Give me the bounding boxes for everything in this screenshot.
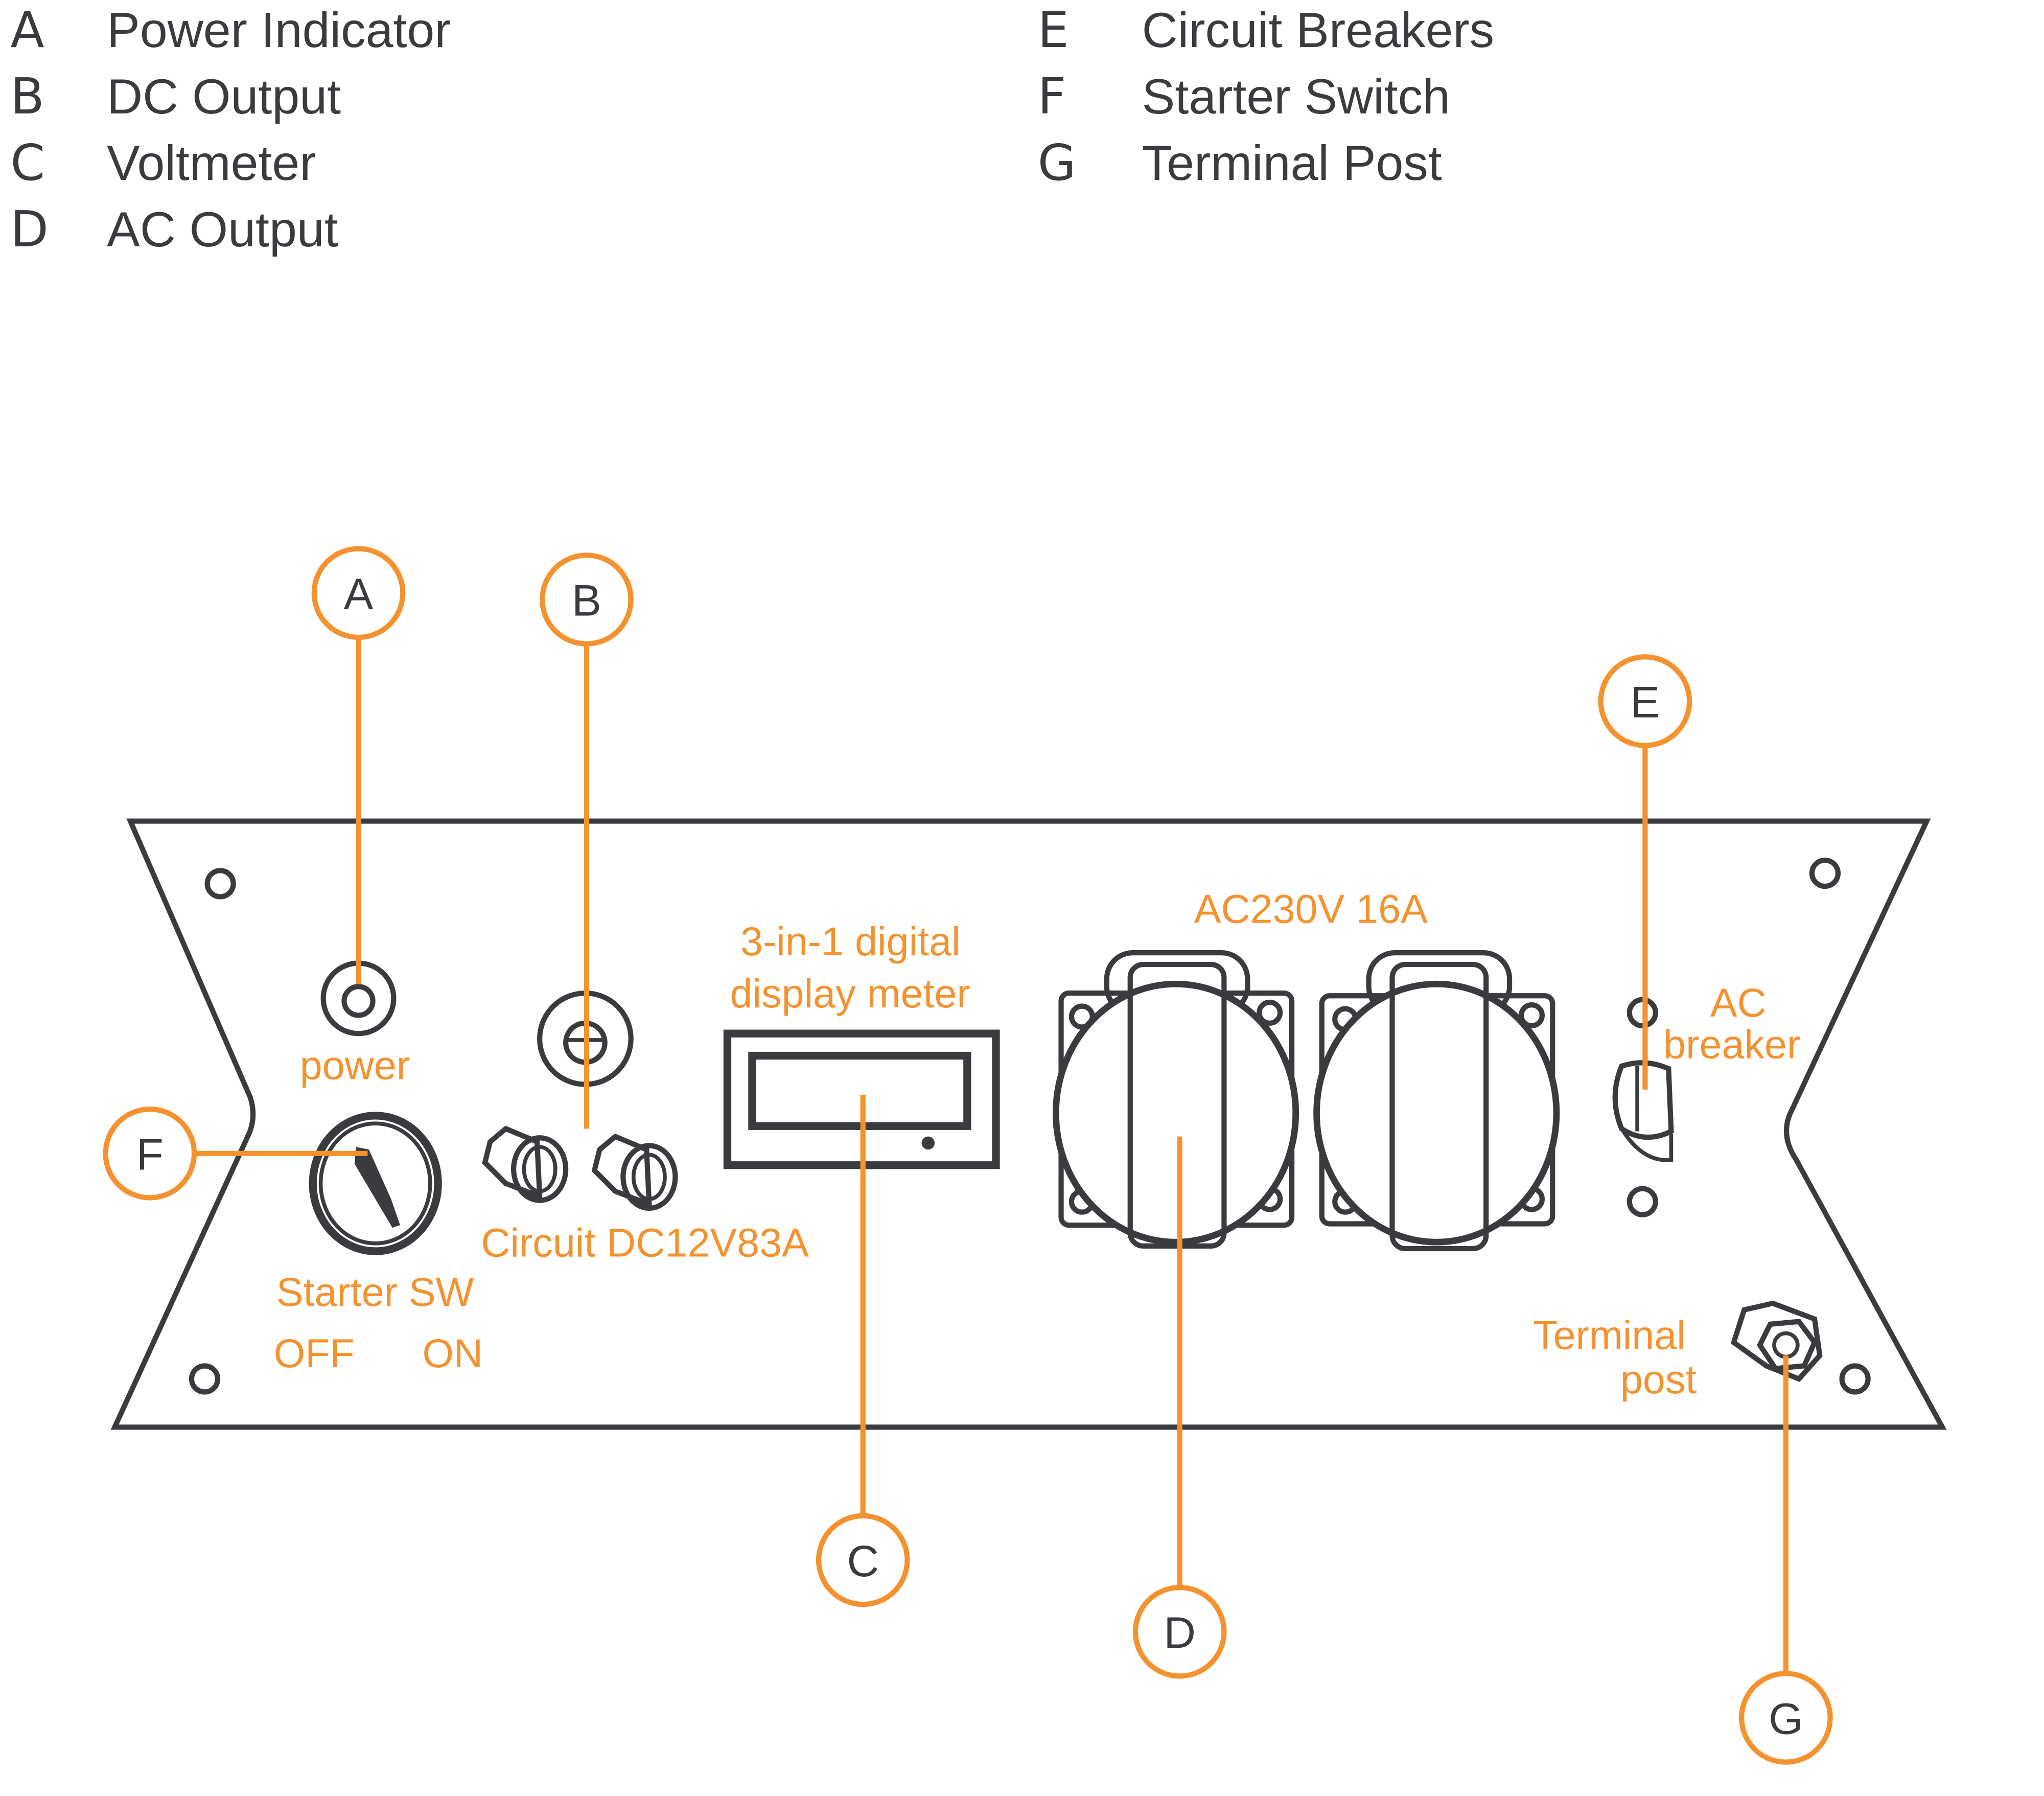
starter-switch[interactable] (309, 1112, 442, 1255)
callout-letter: B (572, 577, 601, 626)
legend-label: Voltmeter (107, 135, 316, 191)
callout-circle (311, 546, 406, 640)
legend-item-c: C Voltmeter (10, 134, 316, 192)
starter-off-label: OFF (274, 1330, 355, 1376)
callout-e[interactable]: E (1598, 654, 1692, 748)
callout-letter: G (1769, 1695, 1803, 1744)
callout-circle (1598, 654, 1692, 748)
starter-switch-ring-icon (318, 1121, 432, 1246)
starter-key-icon (354, 1147, 401, 1228)
screw-hole-icon (189, 1363, 221, 1395)
legend-label: Terminal Post (1142, 135, 1442, 191)
outlet-screw-icon (1518, 1002, 1545, 1029)
screw-hole-icon (1809, 857, 1841, 889)
dc-breaker-knob-icon (482, 1125, 569, 1203)
legend-item-f: F Starter Switch (1038, 67, 1450, 125)
legend-item-a: A Power Indicator (10, 1, 451, 59)
callout-circle (1132, 1584, 1227, 1679)
legend-item-e: E Circuit Breakers (1038, 1, 1494, 59)
panel-outline (110, 818, 1947, 1430)
callout-letter: C (847, 1537, 879, 1586)
breaker-screw-icon (1627, 1186, 1658, 1217)
meter-label-line2: display meter (730, 971, 970, 1016)
legend-label: AC Output (107, 201, 338, 257)
callout-g[interactable]: G (1739, 1671, 1833, 1765)
power-label: power (300, 1042, 410, 1088)
legend: A Power Indicator B DC Output C Voltmete… (10, 1, 1494, 258)
terminal-post-hex-icon (1756, 1319, 1818, 1371)
callout-circle (103, 1107, 197, 1201)
outlet-socket-icon (1052, 980, 1299, 1246)
legend-item-b: B DC Output (10, 67, 341, 125)
callout-letter: D (1164, 1608, 1196, 1657)
legend-letter: G (1038, 134, 1076, 192)
outlet-screw-icon (1257, 999, 1283, 1026)
callout-a[interactable]: A (311, 546, 406, 640)
starter-switch-label: Starter SW (276, 1269, 474, 1315)
callout-circle (540, 552, 634, 647)
legend-letter: A (10, 1, 44, 59)
dc-circuit-breakers (482, 1125, 678, 1211)
legend-letter: D (10, 200, 49, 258)
starter-switch-bezel-icon (309, 1112, 442, 1255)
legend-letter: F (1038, 67, 1066, 125)
terminal-label-line1: Terminal (1533, 1312, 1686, 1357)
callout-circle (1739, 1671, 1833, 1765)
starter-on-label: ON (423, 1330, 483, 1376)
power-indicator-lamp-icon (341, 984, 376, 1018)
callout-circle (816, 1513, 910, 1607)
meter-label-line1: 3-in-1 digital (740, 918, 961, 964)
legend-label: Power Indicator (107, 2, 451, 58)
callout-letter: A (344, 570, 374, 619)
legend-item-d: D AC Output (10, 200, 338, 258)
terminal-label-line2: post (1620, 1356, 1697, 1402)
breaker-toggle-icon (1612, 1060, 1674, 1140)
legend-letter: E (1038, 1, 1069, 59)
dc-circuit-label: Circuit DC12V83A (481, 1219, 809, 1265)
callout-f[interactable]: F (103, 1107, 197, 1201)
legend-label: DC Output (107, 68, 341, 124)
outlet-cover (1389, 961, 1489, 1252)
callout-c[interactable]: C (816, 1513, 910, 1607)
screw-hole-icon (1839, 1363, 1871, 1395)
legend-item-g: G Terminal Post (1038, 134, 1442, 192)
meter-button-icon (921, 1136, 935, 1150)
outlet-socket-icon (1313, 980, 1560, 1246)
callout-letter: F (136, 1130, 164, 1179)
ac-rating-label: AC230V 16A (1194, 886, 1428, 931)
legend-label: Starter Switch (1142, 68, 1450, 124)
callout-letter: E (1630, 678, 1660, 727)
ac-breaker-label-line2: breaker (1663, 1022, 1800, 1067)
callout-b[interactable]: B (540, 552, 634, 647)
meter-screen (748, 1051, 971, 1130)
legend-label: Circuit Breakers (1142, 2, 1494, 58)
ac-breaker-label-line1: AC (1710, 980, 1767, 1025)
legend-letter: C (10, 134, 45, 192)
screw-hole-icon (204, 868, 236, 900)
terminal-post-nut-icon (1730, 1300, 1823, 1383)
breaker-toggle-base (1620, 1127, 1674, 1162)
callout-d[interactable]: D (1132, 1584, 1227, 1679)
legend-letter: B (10, 67, 44, 125)
dc-breaker-knob-icon (591, 1133, 678, 1211)
ac-outlet-1 (1052, 950, 1299, 1249)
leader-lines (194, 637, 1788, 1674)
ac-outlet-2 (1313, 950, 1560, 1252)
mounting-holes (189, 857, 1871, 1395)
terminal-post (1730, 1300, 1823, 1383)
terminal-post-stud-icon (1772, 1331, 1800, 1359)
